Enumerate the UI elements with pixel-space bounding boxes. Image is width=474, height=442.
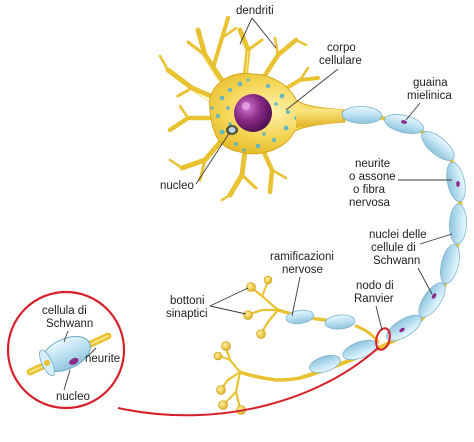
label-bottoni-2: sinaptici	[166, 308, 208, 320]
schwann-cell-inset	[6, 290, 126, 410]
label-ramif-1: ramificazioni	[270, 251, 334, 263]
label-corpo-1: corpo	[327, 42, 356, 54]
label-nuclei-2: cellule di	[371, 242, 416, 254]
myelin-segment	[309, 106, 467, 374]
label-guaina-2: mielinica	[407, 90, 452, 102]
node-of-ranvier-marker	[375, 327, 391, 351]
label-nuclei-3: Schwann	[373, 255, 420, 267]
label-nodo-1: nodo di	[356, 280, 394, 292]
label-neurite-3: o fibra	[353, 184, 386, 196]
label-corpo-2: cellulare	[319, 55, 362, 67]
cell-body	[208, 72, 346, 155]
label-neurite-1: neurite	[355, 158, 390, 170]
label-nuclei-1: nuclei delle	[369, 229, 427, 241]
label-inset-cellula-2: Schwann	[46, 318, 93, 330]
label-inset-cellula-1: cellula di	[42, 305, 87, 317]
dendrites	[158, 16, 320, 202]
zoom-connector-line	[117, 347, 379, 417]
label-guaina-1: guaina	[413, 77, 448, 89]
label-nodo-2: Ranvier	[354, 293, 394, 305]
schwann-nuclei	[399, 120, 460, 333]
label-inset-nucleo: nucleo	[56, 391, 90, 403]
myelinated-axon	[275, 106, 467, 382]
synaptic-buttons	[213, 275, 273, 415]
cytoplasm-granules	[210, 78, 298, 152]
label-neurite-4: nervosa	[349, 197, 391, 209]
label-nucleo: nucleo	[160, 180, 194, 192]
axon-terminals	[219, 281, 380, 410]
label-dendriti: dendriti	[236, 5, 274, 17]
label-bottoni-1: bottoni	[170, 295, 205, 307]
label-inset-neurite: neurite	[85, 353, 120, 365]
label-ramif-2: nervose	[282, 264, 323, 276]
cell-nucleus	[234, 94, 272, 132]
label-neurite-2: o assone	[349, 171, 396, 183]
